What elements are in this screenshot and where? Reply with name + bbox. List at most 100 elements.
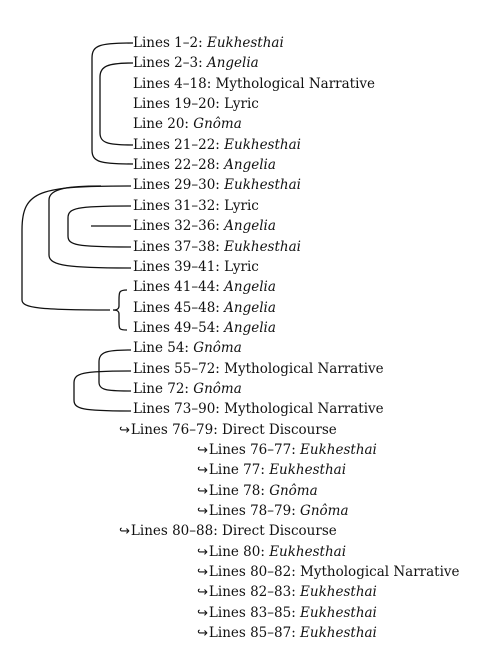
section-type: Direct Discourse: [222, 523, 337, 540]
section-type: Direct Discourse: [222, 421, 337, 438]
line-range-label: Lines 31–32:: [133, 197, 225, 214]
section-type: Lyric: [224, 197, 259, 214]
bracket-55-73: [73, 370, 132, 412]
line-range-label: Lines 76–79:: [130, 421, 223, 438]
line-range-label: Lines 73–90:: [133, 401, 225, 418]
hook-arrow-icon: ↪: [197, 605, 208, 621]
section-type: Eukhesthai: [300, 442, 377, 458]
section-type: Eukhesthai: [300, 625, 377, 642]
line-range-label: Lines 1–2:: [133, 35, 207, 51]
structure-row: ↪Line 78: Gnôma: [197, 481, 318, 501]
structure-row: ↪Lines 80–82: Mythological Narrative: [197, 562, 460, 582]
structure-row: ↪Lines 80–88: Direct Discourse: [119, 521, 337, 541]
section-type: Angelia: [224, 157, 276, 174]
hook-arrow-icon: ↪: [197, 565, 208, 581]
bracket-31-37: [67, 205, 132, 248]
section-type: Eukhesthai: [206, 35, 284, 51]
line-range-label: Lines 80–88:: [130, 523, 223, 540]
hook-arrow-icon: ↪: [197, 443, 208, 458]
hook-arrow-icon: ↪: [197, 585, 208, 601]
section-type: Eukhesthai: [224, 177, 301, 194]
structure-row: Lines 37–38: Eukhesthai: [133, 237, 301, 257]
section-type: Angelia: [206, 55, 259, 72]
line-range-label: Line 78:: [208, 482, 270, 499]
structure-row: Lines 2–3: Angelia: [133, 53, 259, 73]
structure-row: Lines 49–54: Angelia: [133, 318, 276, 338]
section-type: Mythological Narrative: [224, 360, 384, 377]
section-type: Gnôma: [193, 116, 242, 133]
structure-row: ↪Lines 76–77: Eukhesthai: [197, 440, 377, 460]
line-range-label: Lines 37–38:: [133, 238, 225, 255]
hook-arrow-icon: ↪: [197, 626, 208, 642]
line-range-label: Lines 19–20:: [133, 96, 225, 113]
line-range-label: Line 80:: [208, 543, 270, 560]
structure-row: Lines 29–30: Eukhesthai: [133, 175, 301, 195]
section-type: Angelia: [224, 279, 276, 296]
line-range-label: Lines 41–44:: [133, 279, 225, 296]
section-type: Mythological Narrative: [224, 401, 384, 418]
line-range-label: Lines 29–30:: [133, 177, 225, 194]
section-type: Eukhesthai: [300, 604, 377, 621]
structure-row: ↪Lines 78–79: Gnôma: [197, 501, 349, 521]
bracket-inner-2-6: [99, 62, 134, 146]
section-type: Angelia: [224, 319, 276, 336]
section-type: Eukhesthai: [269, 543, 347, 560]
structure-row: Lines 31–32: Lyric: [133, 196, 259, 216]
line-range-label: Lines 76–77:: [208, 442, 301, 458]
hook-arrow-icon: ↪: [119, 524, 130, 540]
structure-row: Lines 39–41: Lyric: [133, 257, 259, 277]
hook-arrow-icon: ↪: [197, 463, 208, 479]
bracket-outer-29-45: [21, 185, 132, 311]
line-range-label: Lines 32–36:: [133, 218, 225, 235]
structure-row: Lines 21–22: Eukhesthai: [133, 135, 301, 155]
line-range-label: Lines 21–22:: [133, 136, 225, 153]
hook-arrow-icon: ↪: [119, 422, 130, 438]
line-range-label: Line 54:: [133, 340, 194, 357]
structure-row: Lines 41–44: Angelia: [133, 277, 276, 297]
section-type: Eukhesthai: [224, 136, 301, 153]
line-range-label: Lines 45–48:: [133, 299, 225, 316]
curly-brace-41-54: [112, 289, 128, 331]
hook-arrow-icon: ↪: [197, 504, 208, 520]
line-range-label: Line 20:: [133, 116, 194, 133]
structure-row: ↪Lines 85–87: Eukhesthai: [197, 623, 377, 643]
structure-row: ↪Lines 82–83: Eukhesthai: [197, 582, 377, 602]
structure-row: ↪Line 77: Eukhesthai: [197, 460, 346, 480]
line-range-label: Lines 22–28:: [133, 157, 225, 174]
line-range-label: Lines 82–83:: [208, 584, 301, 601]
section-type: Mythological Narrative: [215, 75, 376, 92]
section-type: Eukhesthai: [269, 462, 347, 479]
line-range-label: Lines 39–41:: [133, 258, 225, 275]
structure-row: Lines 73–90: Mythological Narrative: [133, 399, 384, 419]
line-range-label: Lines 78–79:: [208, 503, 301, 520]
structure-row: Line 72: Gnôma: [133, 379, 242, 399]
hook-arrow-icon: ↪: [197, 544, 208, 560]
section-type: Lyric: [224, 258, 259, 275]
structure-row: Lines 45–48: Angelia: [133, 298, 276, 318]
structure-row: Line 20: Gnôma: [133, 114, 242, 134]
line-range-label: Lines 4–18:: [133, 75, 216, 92]
line-range-label: Lines 55–72:: [133, 360, 225, 377]
bracket-outer-1-7: [91, 42, 134, 165]
structure-row: Line 54: Gnôma: [133, 338, 242, 358]
line-range-label: Lines 83–85:: [208, 604, 301, 621]
line-range-label: Lines 2–3:: [133, 55, 207, 72]
section-type: Lyric: [224, 96, 259, 113]
section-type: Angelia: [224, 218, 276, 235]
structure-row: ↪Lines 76–79: Direct Discourse: [119, 420, 337, 440]
section-type: Gnôma: [269, 482, 318, 499]
bracket-29-39: [48, 185, 132, 269]
line-range-label: Lines 85–87:: [208, 625, 301, 642]
structure-row: Lines 55–72: Mythological Narrative: [133, 359, 384, 379]
hook-arrow-icon: ↪: [197, 483, 208, 499]
line-range-label: Line 72:: [133, 380, 194, 397]
section-type: Gnôma: [300, 503, 349, 520]
structure-row: Lines 32–36: Angelia: [133, 216, 276, 236]
section-type: Mythological Narrative: [300, 564, 460, 581]
section-type: Gnôma: [193, 340, 242, 357]
structure-row: Lines 22–28: Angelia: [133, 155, 276, 175]
line-range-label: Lines 49–54:: [133, 319, 225, 336]
section-type: Eukhesthai: [224, 238, 301, 255]
line-range-label: Lines 80–82:: [208, 564, 301, 581]
